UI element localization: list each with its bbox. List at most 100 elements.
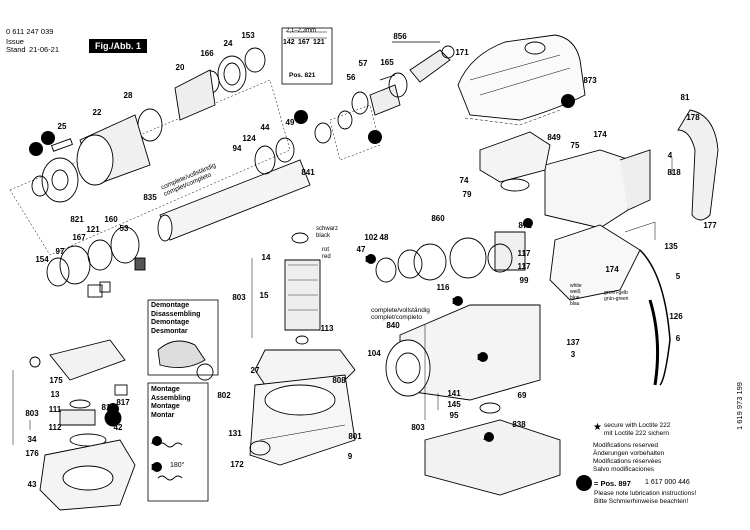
callout-135: 135 (664, 242, 678, 251)
callout-44: 44 (261, 123, 270, 132)
lube-dot-icon (576, 475, 592, 491)
callout-24: 24 (224, 39, 233, 48)
callout-837: 837 (561, 97, 575, 106)
callout-57: 57 (359, 59, 368, 68)
callout-34: 34 (28, 435, 37, 444)
callout-81: 81 (681, 93, 690, 102)
callout-75: 75 (571, 141, 580, 150)
callout-49: 49 (286, 118, 295, 127)
callout-A: A (151, 437, 157, 446)
callout-137: 137 (566, 338, 580, 347)
callout-21: 21 (44, 134, 53, 143)
callout-154: 154 (35, 255, 49, 264)
top-housing (375, 34, 719, 496)
callout-818: 818 (667, 168, 681, 177)
callout-174: 174 (593, 130, 607, 139)
callout-116: 116 (437, 283, 450, 292)
doc-number: 0 611 247 039 (6, 27, 54, 36)
callout-117: 117 (518, 262, 531, 271)
stand-label: Stand (6, 45, 26, 54)
callout-15: 15 (260, 291, 269, 300)
callout-104: 104 (367, 349, 381, 358)
callout-9: 9 (348, 452, 353, 461)
callout-99: 99 (520, 276, 529, 285)
callout-43: 43 (28, 480, 37, 489)
callout-175: 175 (49, 376, 63, 385)
callout-47: 47 (357, 245, 366, 254)
issue-date: 21-06-21 (29, 45, 60, 54)
callout-840: 840 (386, 321, 400, 330)
callout-112: 112 (49, 423, 62, 432)
inset-pos-label: Pos. 821 (289, 72, 316, 79)
callout-808: 808 (332, 376, 346, 385)
figure-label: Fig./Abb. 1 (89, 39, 147, 53)
callout-102: 102 (364, 233, 378, 242)
callout-811: 811 (102, 403, 115, 412)
callout-141: 141 (447, 389, 461, 398)
inset-box (281, 27, 333, 85)
callout-160: 160 (104, 215, 118, 224)
callout-131: 131 (228, 429, 242, 438)
callout-69: 69 (518, 391, 527, 400)
callout-4: 4 (668, 151, 673, 160)
callout-838: 838 (512, 420, 526, 429)
callout-117: 117 (518, 249, 531, 258)
callout-B: B (365, 255, 371, 264)
callout-143: 143 (29, 145, 43, 154)
base-assembly (29, 339, 136, 511)
callout-79: 79 (463, 190, 472, 199)
callout-849: 849 (547, 133, 561, 142)
callout-A: A (522, 219, 528, 228)
star-icon: ★ (593, 422, 602, 433)
callout-803: 803 (411, 423, 425, 432)
callout-171: 171 (455, 48, 469, 57)
callout-42: 42 (114, 423, 123, 432)
callout-74: 74 (460, 176, 469, 185)
callout-B: B (452, 297, 458, 306)
callout-5: 5 (676, 272, 681, 281)
callout-860: 860 (431, 214, 445, 223)
callout-178: 178 (686, 113, 700, 122)
callout-153: 153 (241, 31, 255, 40)
side-number: 1 619 973 199 (735, 382, 744, 430)
callout-835: 835 (143, 193, 157, 202)
callout-95: 95 (450, 411, 459, 420)
callout-94: 94 (233, 144, 242, 153)
callout-53: 53 (120, 224, 129, 233)
callout-174: 174 (605, 265, 619, 274)
issue-label: Issue (6, 37, 24, 46)
callout-841: 841 (301, 168, 315, 177)
callout-177: 177 (703, 221, 717, 230)
inset-part-3: 121 (313, 39, 325, 46)
callout-803: 803 (232, 293, 246, 302)
demontage-box-frame (147, 299, 219, 376)
hammer-assembly (314, 41, 455, 161)
callout-126: 126 (669, 312, 683, 321)
callout-167: 167 (72, 233, 86, 242)
callout-14: 14 (262, 253, 271, 262)
montage-box-frame (147, 382, 209, 502)
callout-20: 20 (176, 63, 185, 72)
callout-176: 176 (25, 449, 39, 458)
callout-111: 111 (49, 405, 62, 414)
chuck-assembly (9, 47, 311, 298)
lube-pos: = Pos. 897 (594, 479, 631, 488)
lube-part: 1 617 000 446 (645, 479, 690, 486)
lube-note: Please note lubrication instructions!Bit… (594, 490, 697, 505)
callout-3: 3 (571, 350, 576, 359)
callout-801: 801 (348, 432, 362, 441)
inset-part-1: 142 (283, 39, 295, 46)
inset-part-2: 167 (298, 39, 310, 46)
inset-dimension: 2,1–2,3mm (286, 28, 317, 34)
callout-B: B (151, 463, 157, 472)
callout-48: 48 (380, 233, 389, 242)
callout-6: 6 (676, 334, 681, 343)
callout-172: 172 (230, 460, 244, 469)
